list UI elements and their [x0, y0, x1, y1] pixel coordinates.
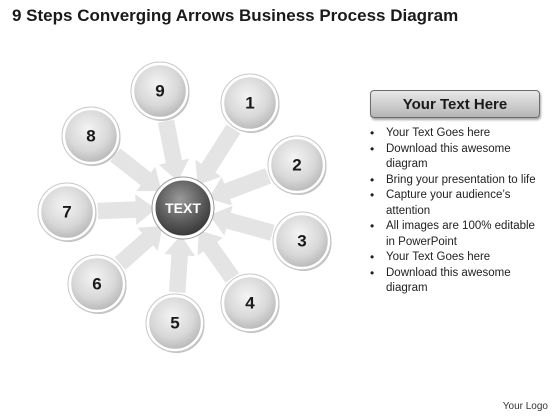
converging-arrows-diagram: 1 2 3 4 5 6 7 8 9 TEXT [37, 61, 332, 353]
converging-arrow-4 [195, 228, 242, 285]
converging-arrow-7 [95, 191, 159, 229]
step-number-2: 2 [292, 156, 301, 175]
step-circle-7: 7 [37, 182, 97, 242]
step-number-3: 3 [297, 232, 306, 251]
bullet-item: All images are 100% editable in PowerPoi… [368, 219, 544, 250]
step-circle-4: 4 [220, 273, 280, 333]
step-circle-8: 8 [61, 106, 121, 166]
logo-placeholder: Your Logo [502, 401, 548, 412]
step-circle-9: 9 [130, 61, 190, 121]
step-circle-3: 3 [272, 211, 332, 271]
bullet-item: Capture your audience’s attention [368, 188, 544, 219]
step-circle-5: 5 [145, 293, 205, 353]
converging-arrow-8 [108, 146, 164, 193]
bullet-item: Your Text Goes here [368, 126, 544, 142]
step-circle-2: 2 [267, 135, 327, 195]
step-number-5: 5 [170, 314, 179, 333]
bullet-list: Your Text Goes hereDownload this awesome… [368, 126, 544, 297]
text-header-box: Your Text Here [370, 90, 540, 118]
center-label: TEXT [165, 200, 201, 216]
center-node: TEXT [151, 176, 215, 240]
step-circle-6: 6 [67, 254, 127, 314]
page-title: 9 Steps Converging Arrows Business Proce… [12, 6, 459, 25]
converging-arrow-1 [193, 122, 243, 188]
converging-arrow-9 [155, 117, 192, 184]
step-number-4: 4 [245, 294, 255, 313]
step-number-7: 7 [62, 203, 71, 222]
step-number-9: 9 [155, 82, 164, 101]
step-number-1: 1 [245, 94, 254, 113]
converging-arrow-2 [206, 166, 274, 209]
bullet-item: Download this awesome diagram [368, 266, 544, 297]
converging-arrow-3 [206, 203, 277, 243]
text-header-label: Your Text Here [402, 95, 508, 113]
step-circle-1: 1 [220, 73, 280, 133]
step-number-8: 8 [86, 127, 95, 146]
step-number-6: 6 [92, 275, 101, 294]
bullet-item: Bring your presentation to life [368, 173, 544, 189]
converging-arrow-6 [112, 224, 165, 272]
converging-arrow-5 [161, 232, 199, 295]
bullet-item: Download this awesome diagram [368, 142, 544, 173]
bullet-item: Your Text Goes here [368, 250, 544, 266]
